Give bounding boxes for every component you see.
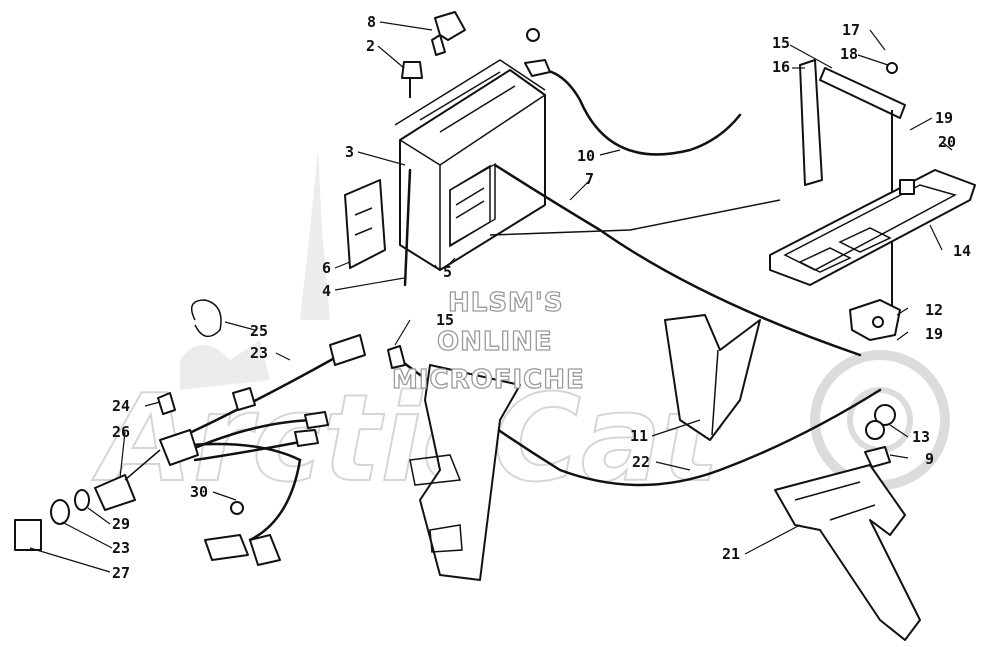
callout-20: 20	[938, 133, 956, 151]
watermark-line-1: HLSM'S	[448, 288, 564, 318]
callout-14: 14	[953, 242, 971, 260]
callout-19-top: 19	[935, 109, 953, 127]
callout-25: 25	[250, 322, 268, 340]
callout-labels: 8 2 3 6 4 5 10 7 15 16 17 18 19 20 14 12…	[112, 13, 971, 582]
callout-15-bottom: 15	[436, 311, 454, 329]
support-bracket	[799, 59, 906, 310]
harness-connector	[204, 501, 281, 566]
battery-terminal-boot	[431, 11, 466, 56]
callout-27: 27	[112, 564, 130, 582]
callout-21: 21	[722, 545, 740, 563]
watermark-line-3: MICROFICHE	[392, 365, 585, 395]
frame-line	[489, 199, 781, 236]
hex-nut	[864, 404, 896, 468]
callout-22: 22	[632, 453, 650, 471]
leader-lines	[29, 21, 953, 573]
switch-hardware	[14, 489, 90, 551]
background-watermark: ArcticCat	[91, 150, 950, 510]
mounting-bracket	[774, 464, 921, 641]
callout-15-top: 15	[772, 34, 790, 52]
starter-solenoid	[409, 364, 521, 581]
battery-strap	[344, 179, 386, 269]
callout-9: 9	[925, 450, 934, 468]
callout-24: 24	[112, 397, 130, 415]
battery-tray	[769, 169, 976, 286]
cable-clamp	[849, 299, 901, 341]
callout-16: 16	[772, 58, 790, 76]
callout-6: 6	[322, 259, 331, 277]
callout-13: 13	[912, 428, 930, 446]
ignition-switch	[94, 429, 199, 511]
cable-tie	[387, 345, 406, 369]
callout-10: 10	[577, 147, 595, 165]
wiring-harness	[173, 334, 366, 542]
terminal-cover	[664, 314, 761, 441]
cable-10	[528, 68, 742, 156]
callout-19-bottom: 19	[925, 325, 943, 343]
cable-4	[403, 168, 412, 287]
callout-18: 18	[840, 45, 858, 63]
callout-23-bottom: 23	[112, 539, 130, 557]
callout-4: 4	[322, 282, 331, 300]
terminal-bolt	[401, 61, 423, 98]
brand-watermark: ArcticCat	[92, 370, 724, 509]
callout-30: 30	[190, 483, 208, 501]
battery	[394, 59, 546, 271]
callout-17: 17	[842, 21, 860, 39]
callout-12: 12	[925, 301, 943, 319]
cable-10-terminal	[524, 59, 551, 77]
callout-8: 8	[367, 13, 376, 31]
callout-23-top: 23	[250, 344, 268, 362]
watermark-line-2: ONLINE	[437, 327, 553, 357]
cable-7	[493, 163, 862, 357]
harness-clip	[157, 392, 176, 415]
site-watermark: HLSM'S ONLINE MICROFICHE	[391, 287, 585, 395]
callout-29: 29	[112, 515, 130, 533]
screw-top	[526, 28, 540, 42]
callout-7: 7	[585, 170, 594, 188]
callout-26: 26	[112, 423, 130, 441]
callout-3: 3	[345, 143, 354, 161]
wire-clip	[190, 299, 222, 338]
callout-2: 2	[366, 37, 375, 55]
callout-5: 5	[443, 263, 452, 281]
callout-11: 11	[630, 427, 648, 445]
